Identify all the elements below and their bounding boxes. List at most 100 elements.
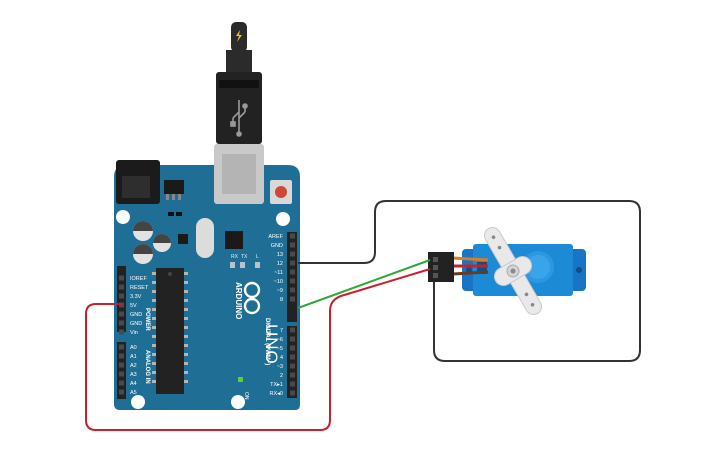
signal-wire[interactable] [297,259,431,309]
pin-label: A2 [130,363,137,369]
digital-header-title: DIGITAL (PWM~) [264,318,270,365]
atmega-chip [156,268,184,394]
on-led-label: ON [243,392,249,400]
header-pin-socket[interactable] [119,293,124,299]
header-pin-socket[interactable] [290,242,295,248]
header-pin-socket[interactable] [290,287,295,293]
pin-label: A0 [130,345,137,351]
pin-label: 4 [280,355,283,361]
pin-label: 12 [277,261,283,267]
pin-label: IOREF [130,276,147,282]
usb-controller-chip [225,231,243,249]
mounting-hole [231,395,245,409]
brand-label: ARDUINO [234,282,243,319]
pin-label: 5V [130,303,137,309]
usb-lightning-icon [236,30,242,42]
pin-label: Vin [130,330,138,336]
mounting-hole [131,395,145,409]
pin-label: A5 [130,390,137,396]
pin-label: TX▸1 [270,382,283,388]
ground-wire[interactable] [298,200,641,362]
pin-label: ~9 [277,288,283,294]
header-pin-socket[interactable] [119,311,124,317]
header-pin-socket[interactable] [119,371,124,377]
l-led [255,262,260,268]
arduino-infinity-logo [243,281,261,315]
usb-cable-neck [226,50,252,72]
pin-label: RESET [130,285,149,291]
header-pin-socket[interactable] [119,344,124,350]
led-label-l: L [256,254,259,260]
led-label-tx: TX [241,254,248,260]
header-pin-socket[interactable] [290,381,295,387]
mount-hole [576,267,582,273]
pin-label: 13 [277,252,283,258]
tx-led [240,262,245,268]
usb-cable[interactable] [216,22,262,144]
header-pin-socket[interactable] [290,354,295,360]
header-pin-socket[interactable] [290,327,295,333]
pin-label: ~10 [274,279,283,285]
header-pin-socket[interactable] [290,278,295,284]
servo-motor[interactable] [428,219,586,324]
header-pin-socket[interactable] [119,329,124,335]
smd-chip [178,234,188,244]
pin-label: RX◂0 [270,391,283,397]
header-pin-socket[interactable] [290,233,295,239]
header-pin-socket[interactable] [290,363,295,369]
pin-label: GND [271,243,283,249]
header-pin-socket[interactable] [290,269,295,275]
header-pin-socket[interactable] [290,260,295,266]
header-pin-socket[interactable] [290,372,295,378]
pin-label: A1 [130,354,137,360]
header-pin-socket[interactable] [119,275,124,281]
header-pin-socket[interactable] [290,336,295,342]
usb-symbol-icon [230,100,248,137]
pin-label: AREF [268,234,283,240]
pin-label: ~11 [274,270,283,276]
pin-label: ~5 [277,346,283,352]
header-pin-socket[interactable] [119,389,124,395]
pin-label: 3.3V [130,294,142,300]
header-pin-socket[interactable] [290,251,295,257]
mounting-hole [116,210,130,224]
voltage-regulator [164,180,184,194]
pin-label: ~3 [277,364,283,370]
pin-label: ~6 [277,337,283,343]
header-pin-socket[interactable] [290,345,295,351]
analog-header [117,342,126,399]
header-pin-socket[interactable] [290,296,295,302]
analog-header-title: ANALOG IN [144,350,150,384]
pin-label: A4 [130,381,137,387]
pin-label: 8 [280,297,283,303]
power-header [117,266,126,332]
servo-gear [526,255,550,279]
pin-label: GND [130,321,142,327]
digital-lower-header [287,326,297,398]
rx-led [230,262,235,268]
servo-horn[interactable] [471,219,555,324]
arduino-uno-board[interactable]: RX TX L ARDUINO UNO ON [114,144,300,410]
power-wire[interactable] [85,268,431,431]
digital-upper-header [287,232,297,322]
pin-label: 7 [280,328,283,334]
crystal-oscillator [196,218,214,258]
pin-label: 2 [280,373,283,379]
model-label: UNO [262,324,281,365]
header-pin-socket[interactable] [290,390,295,396]
power-header-title: POWER [144,308,150,331]
header-pin-socket[interactable] [119,380,124,386]
servo-connector [428,252,454,282]
mounting-hole [276,212,290,226]
pin-label: A3 [130,372,137,378]
servo-leads [452,256,489,276]
header-pin-socket[interactable] [119,284,124,290]
header-pin-socket[interactable] [119,320,124,326]
header-pin-socket[interactable] [119,353,124,359]
chip-pins [152,272,188,383]
pin-label: GND [130,312,142,318]
on-led [238,377,243,382]
header-pin-socket[interactable] [119,362,124,368]
led-label-rx: RX [231,254,239,260]
